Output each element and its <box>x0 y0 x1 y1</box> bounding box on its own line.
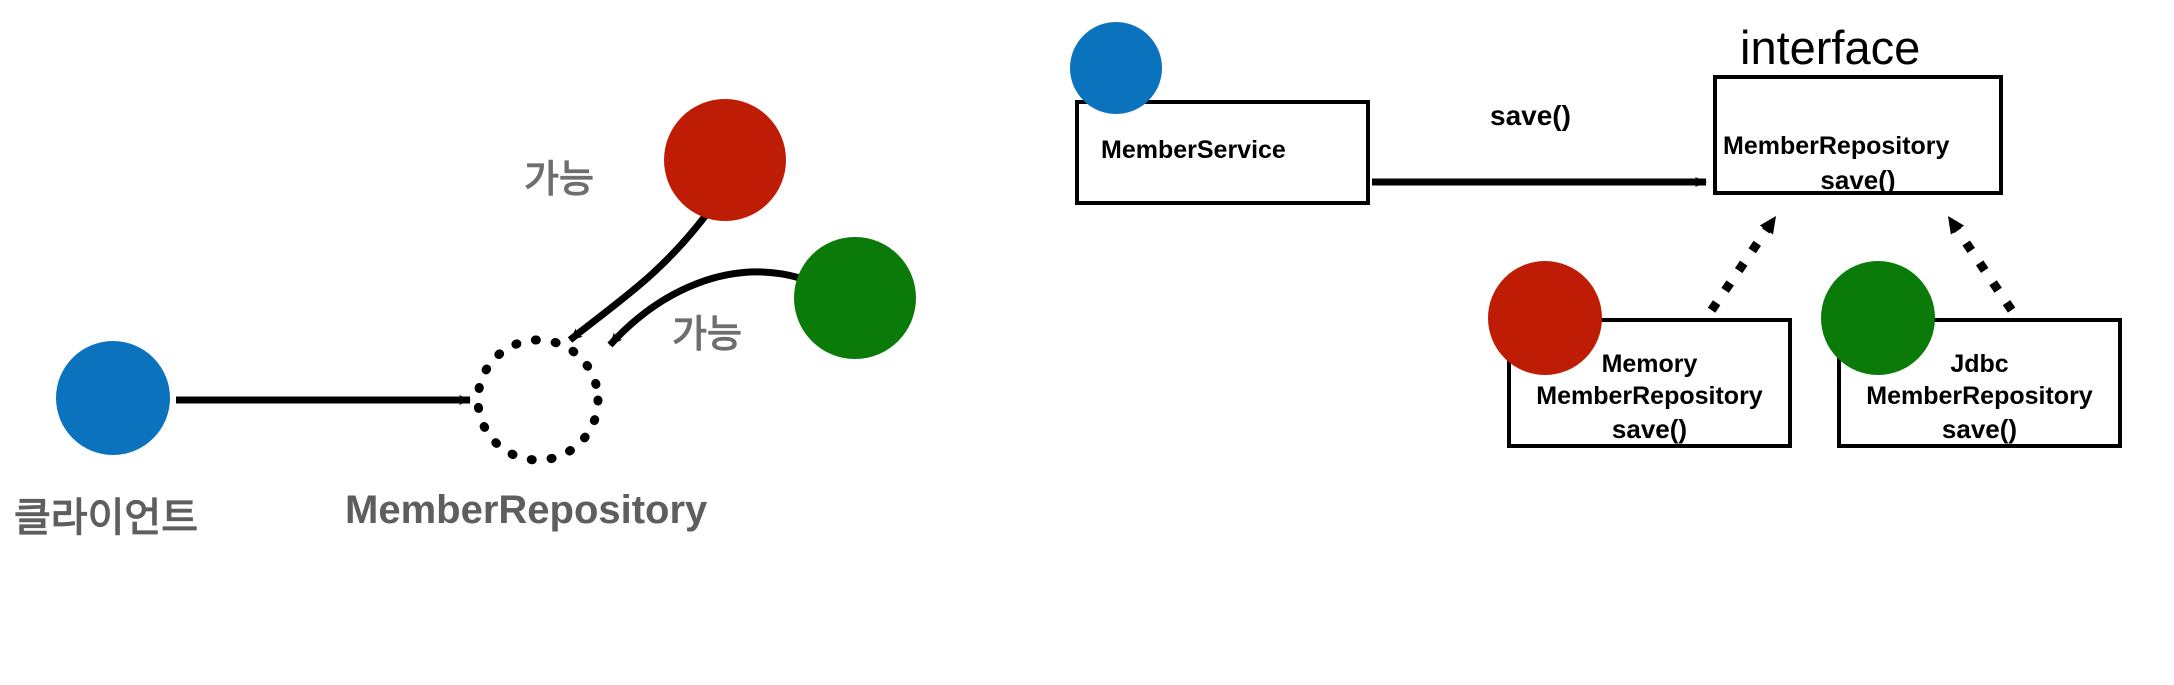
uml-box-member-service[interactable]: MemberService <box>1075 100 1370 205</box>
red-impl-circle <box>664 99 786 221</box>
memory-realization-line <box>1694 213 1780 333</box>
interface-dotted-circle <box>473 335 603 465</box>
uml-box-member-repository[interactable]: MemberRepository save() <box>1713 75 2003 195</box>
member-repository-method: save() <box>1820 165 1896 195</box>
client-circle <box>56 341 170 455</box>
jdbc-repository-class-name-line1: Jdbc <box>1950 350 2009 378</box>
uml-box-memory-member-repository[interactable]: Memory MemberRepository save() <box>1507 318 1792 448</box>
edge-label-red-possible: 가능 <box>524 159 594 201</box>
repository-label: MemberRepository <box>345 488 708 532</box>
jdbc-repository-class-name-line2: MemberRepository <box>1866 382 2093 410</box>
edge-label-green-possible: 가능 <box>672 314 742 356</box>
interface-stereotype-label: interface <box>1740 21 1921 74</box>
jdbc-realization-line <box>1944 213 2029 333</box>
memory-repository-method: save() <box>1611 414 1688 444</box>
jdbc-repository-method: save() <box>1941 414 2018 444</box>
green-impl-circle <box>794 237 916 359</box>
uml-box-jdbc-member-repository[interactable]: Jdbc MemberRepository save() <box>1837 318 2122 448</box>
member-service-class-name: MemberService <box>1101 136 1286 164</box>
save-call-label: save() <box>1490 100 1571 131</box>
memory-repository-class-name-line2: MemberRepository <box>1536 382 1763 410</box>
memory-repository-class-name-line1: Memory <box>1601 350 1698 378</box>
client-label: 클라이언트 <box>14 496 198 540</box>
member-repository-class-name: MemberRepository <box>1723 132 1950 160</box>
